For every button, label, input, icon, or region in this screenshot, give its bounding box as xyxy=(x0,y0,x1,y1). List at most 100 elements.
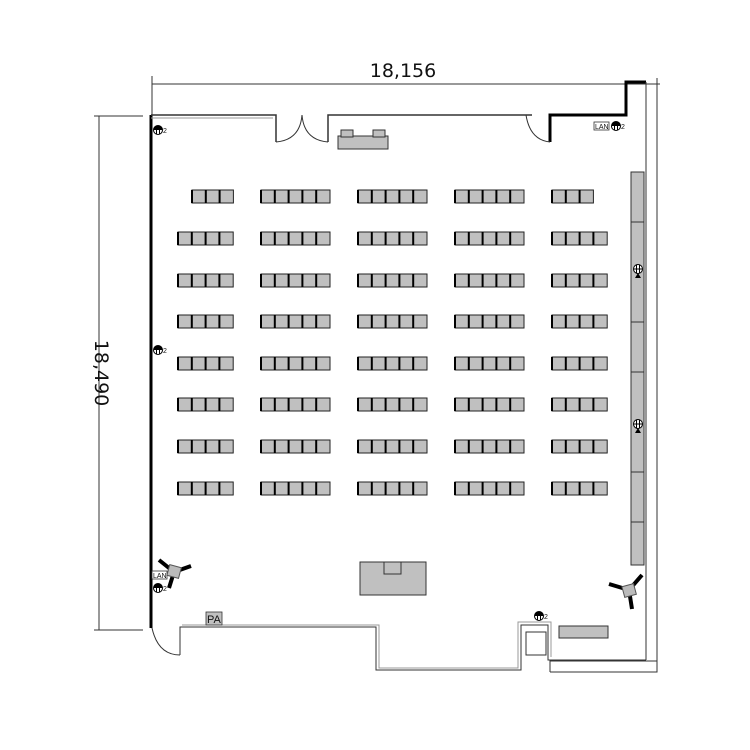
seat xyxy=(177,481,193,496)
front-table xyxy=(337,129,389,150)
seat xyxy=(482,356,497,371)
seat xyxy=(274,273,290,288)
outlet-subscript: 2 xyxy=(163,586,167,593)
seat xyxy=(495,397,511,412)
seat xyxy=(218,481,234,496)
seat xyxy=(551,397,567,412)
seat xyxy=(565,273,581,288)
seat xyxy=(385,231,400,246)
seat xyxy=(301,314,317,329)
seat xyxy=(454,439,470,454)
seat xyxy=(482,481,497,496)
seat xyxy=(288,231,303,246)
seat xyxy=(357,439,373,454)
seat xyxy=(205,314,220,329)
seat xyxy=(371,481,387,496)
seat xyxy=(274,231,290,246)
seat xyxy=(398,439,414,454)
seat xyxy=(412,439,428,454)
seat xyxy=(191,356,207,371)
wall-panel xyxy=(630,171,645,566)
seat xyxy=(509,273,525,288)
seat xyxy=(385,189,400,204)
seat xyxy=(191,397,207,412)
seat xyxy=(468,439,484,454)
outlet-subscript: 2 xyxy=(163,128,167,135)
seat xyxy=(205,481,220,496)
seat xyxy=(454,273,470,288)
seat xyxy=(454,231,470,246)
seat xyxy=(482,439,497,454)
seat xyxy=(177,356,193,371)
seat xyxy=(315,273,331,288)
seat xyxy=(274,481,290,496)
seat xyxy=(468,231,484,246)
seat xyxy=(218,397,234,412)
seat xyxy=(551,439,567,454)
seat xyxy=(177,231,193,246)
seat xyxy=(495,189,511,204)
closet xyxy=(525,631,547,656)
seat xyxy=(495,481,511,496)
seat xyxy=(371,397,387,412)
seat xyxy=(565,314,581,329)
seat xyxy=(592,397,608,412)
seat xyxy=(177,439,193,454)
seat xyxy=(495,439,511,454)
outlet-subscript: 2 xyxy=(163,348,167,355)
seat xyxy=(398,314,414,329)
seat xyxy=(412,273,428,288)
seat xyxy=(260,481,276,496)
seat xyxy=(191,231,207,246)
seat xyxy=(495,356,511,371)
seat xyxy=(260,273,276,288)
seat xyxy=(579,273,594,288)
seat xyxy=(260,439,276,454)
seat xyxy=(551,356,567,371)
seat xyxy=(454,397,470,412)
seat xyxy=(468,314,484,329)
seat xyxy=(274,356,290,371)
seat xyxy=(274,397,290,412)
seat xyxy=(509,397,525,412)
outlet-icon: 2 xyxy=(153,583,167,593)
seat xyxy=(412,481,428,496)
seat xyxy=(551,231,567,246)
seat xyxy=(315,314,331,329)
lan-top-label: LAN xyxy=(595,124,609,131)
seat xyxy=(288,273,303,288)
seat xyxy=(301,397,317,412)
seating-area xyxy=(177,189,608,496)
seat xyxy=(412,231,428,246)
seat xyxy=(218,356,234,371)
seat xyxy=(288,189,303,204)
seat xyxy=(205,356,220,371)
seat xyxy=(218,231,234,246)
seat xyxy=(565,189,581,204)
seat xyxy=(468,273,484,288)
seat xyxy=(274,314,290,329)
seat xyxy=(579,231,594,246)
seat xyxy=(579,439,594,454)
seat xyxy=(315,439,331,454)
seat xyxy=(482,397,497,412)
seat xyxy=(592,439,608,454)
seat xyxy=(454,481,470,496)
seat xyxy=(509,231,525,246)
seat xyxy=(218,439,234,454)
seat xyxy=(205,189,221,204)
seat xyxy=(592,481,608,496)
seat xyxy=(315,356,331,371)
seat xyxy=(412,397,428,412)
seat xyxy=(288,439,303,454)
seat xyxy=(454,314,470,329)
seat xyxy=(357,397,373,412)
seat xyxy=(260,356,276,371)
seat xyxy=(551,481,567,496)
seat xyxy=(482,231,497,246)
seat xyxy=(482,314,497,329)
seat xyxy=(398,189,414,204)
seat xyxy=(371,273,387,288)
seat xyxy=(371,314,387,329)
seat xyxy=(357,481,373,496)
